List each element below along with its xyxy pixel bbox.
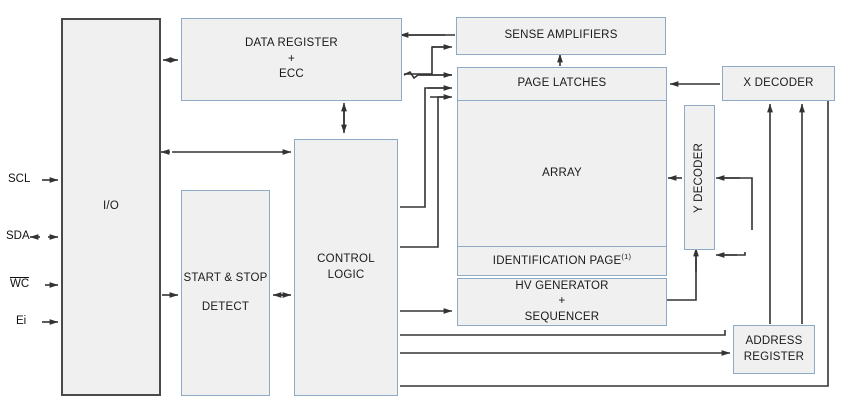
identification-page-footnote: (1) bbox=[621, 252, 632, 262]
block-x-decoder[interactable]: X DECODER bbox=[722, 66, 835, 101]
start-stop-line1: START & STOP bbox=[183, 271, 268, 284]
block-identification-page[interactable]: IDENTIFICATION PAGE(1) bbox=[457, 246, 667, 276]
control-logic-line1: CONTROL bbox=[317, 252, 375, 265]
address-register-line1: ADDRESS bbox=[745, 334, 803, 347]
address-register-line2: REGISTER bbox=[743, 350, 805, 363]
control-logic-line2: LOGIC bbox=[327, 268, 365, 281]
data-register-line3: ECC bbox=[279, 68, 304, 81]
identification-page-text: IDENTIFICATION PAGE bbox=[492, 255, 622, 268]
signal-label-scl: SCL bbox=[8, 173, 30, 185]
block-io[interactable]: I/O bbox=[61, 18, 161, 396]
block-identification-page-label: IDENTIFICATION PAGE(1) bbox=[493, 252, 631, 269]
block-y-decoder-label: Y DECODER bbox=[692, 142, 705, 213]
block-array[interactable]: ARRAY bbox=[457, 100, 667, 247]
block-control-logic-label: CONTROL LOGIC bbox=[317, 252, 375, 283]
hv-generator-line1: HV GENERATOR bbox=[515, 279, 609, 292]
signal-ei-text: Ei bbox=[16, 315, 27, 327]
hv-generator-line3: SEQUENCER bbox=[524, 310, 600, 323]
block-sense-amplifiers[interactable]: SENSE AMPLIFIERS bbox=[456, 17, 666, 55]
block-y-decoder[interactable]: Y DECODER bbox=[684, 105, 715, 250]
block-page-latches-label: PAGE LATCHES bbox=[517, 77, 607, 90]
signal-label-wc: WC bbox=[10, 277, 30, 291]
signal-wc-text: WC bbox=[10, 277, 30, 290]
hv-generator-line2: + bbox=[558, 295, 566, 308]
signal-sda-text: SDA bbox=[6, 230, 30, 242]
block-x-decoder-label: X DECODER bbox=[743, 76, 814, 89]
block-address-register[interactable]: ADDRESS REGISTER bbox=[733, 325, 815, 374]
block-data-register[interactable]: DATA REGISTER + ECC bbox=[181, 18, 402, 101]
block-data-register-label: DATA REGISTER + ECC bbox=[245, 36, 338, 83]
block-control-logic[interactable]: CONTROL LOGIC bbox=[294, 139, 398, 396]
block-start-stop-detect[interactable]: START & STOP DETECT bbox=[181, 190, 270, 396]
data-register-line1: DATA REGISTER bbox=[245, 37, 338, 50]
data-register-line2: + bbox=[288, 52, 295, 65]
block-hv-generator-label: HV GENERATOR + SEQUENCER bbox=[515, 279, 608, 326]
signal-scl-text: SCL bbox=[8, 173, 31, 185]
block-address-register-label: ADDRESS REGISTER bbox=[744, 334, 804, 365]
block-hv-generator[interactable]: HV GENERATOR + SEQUENCER bbox=[457, 278, 667, 326]
signal-label-ei: Ei bbox=[16, 315, 26, 327]
block-page-latches[interactable]: PAGE LATCHES bbox=[457, 67, 667, 101]
signal-label-sda: SDA bbox=[6, 230, 30, 242]
block-sense-amplifiers-label: SENSE AMPLIFIERS bbox=[504, 29, 618, 42]
block-array-label: ARRAY bbox=[542, 166, 582, 179]
block-start-stop-detect-label: START & STOP DETECT bbox=[184, 271, 268, 315]
start-stop-line2: DETECT bbox=[201, 300, 250, 313]
block-io-label: I/O bbox=[103, 200, 119, 213]
